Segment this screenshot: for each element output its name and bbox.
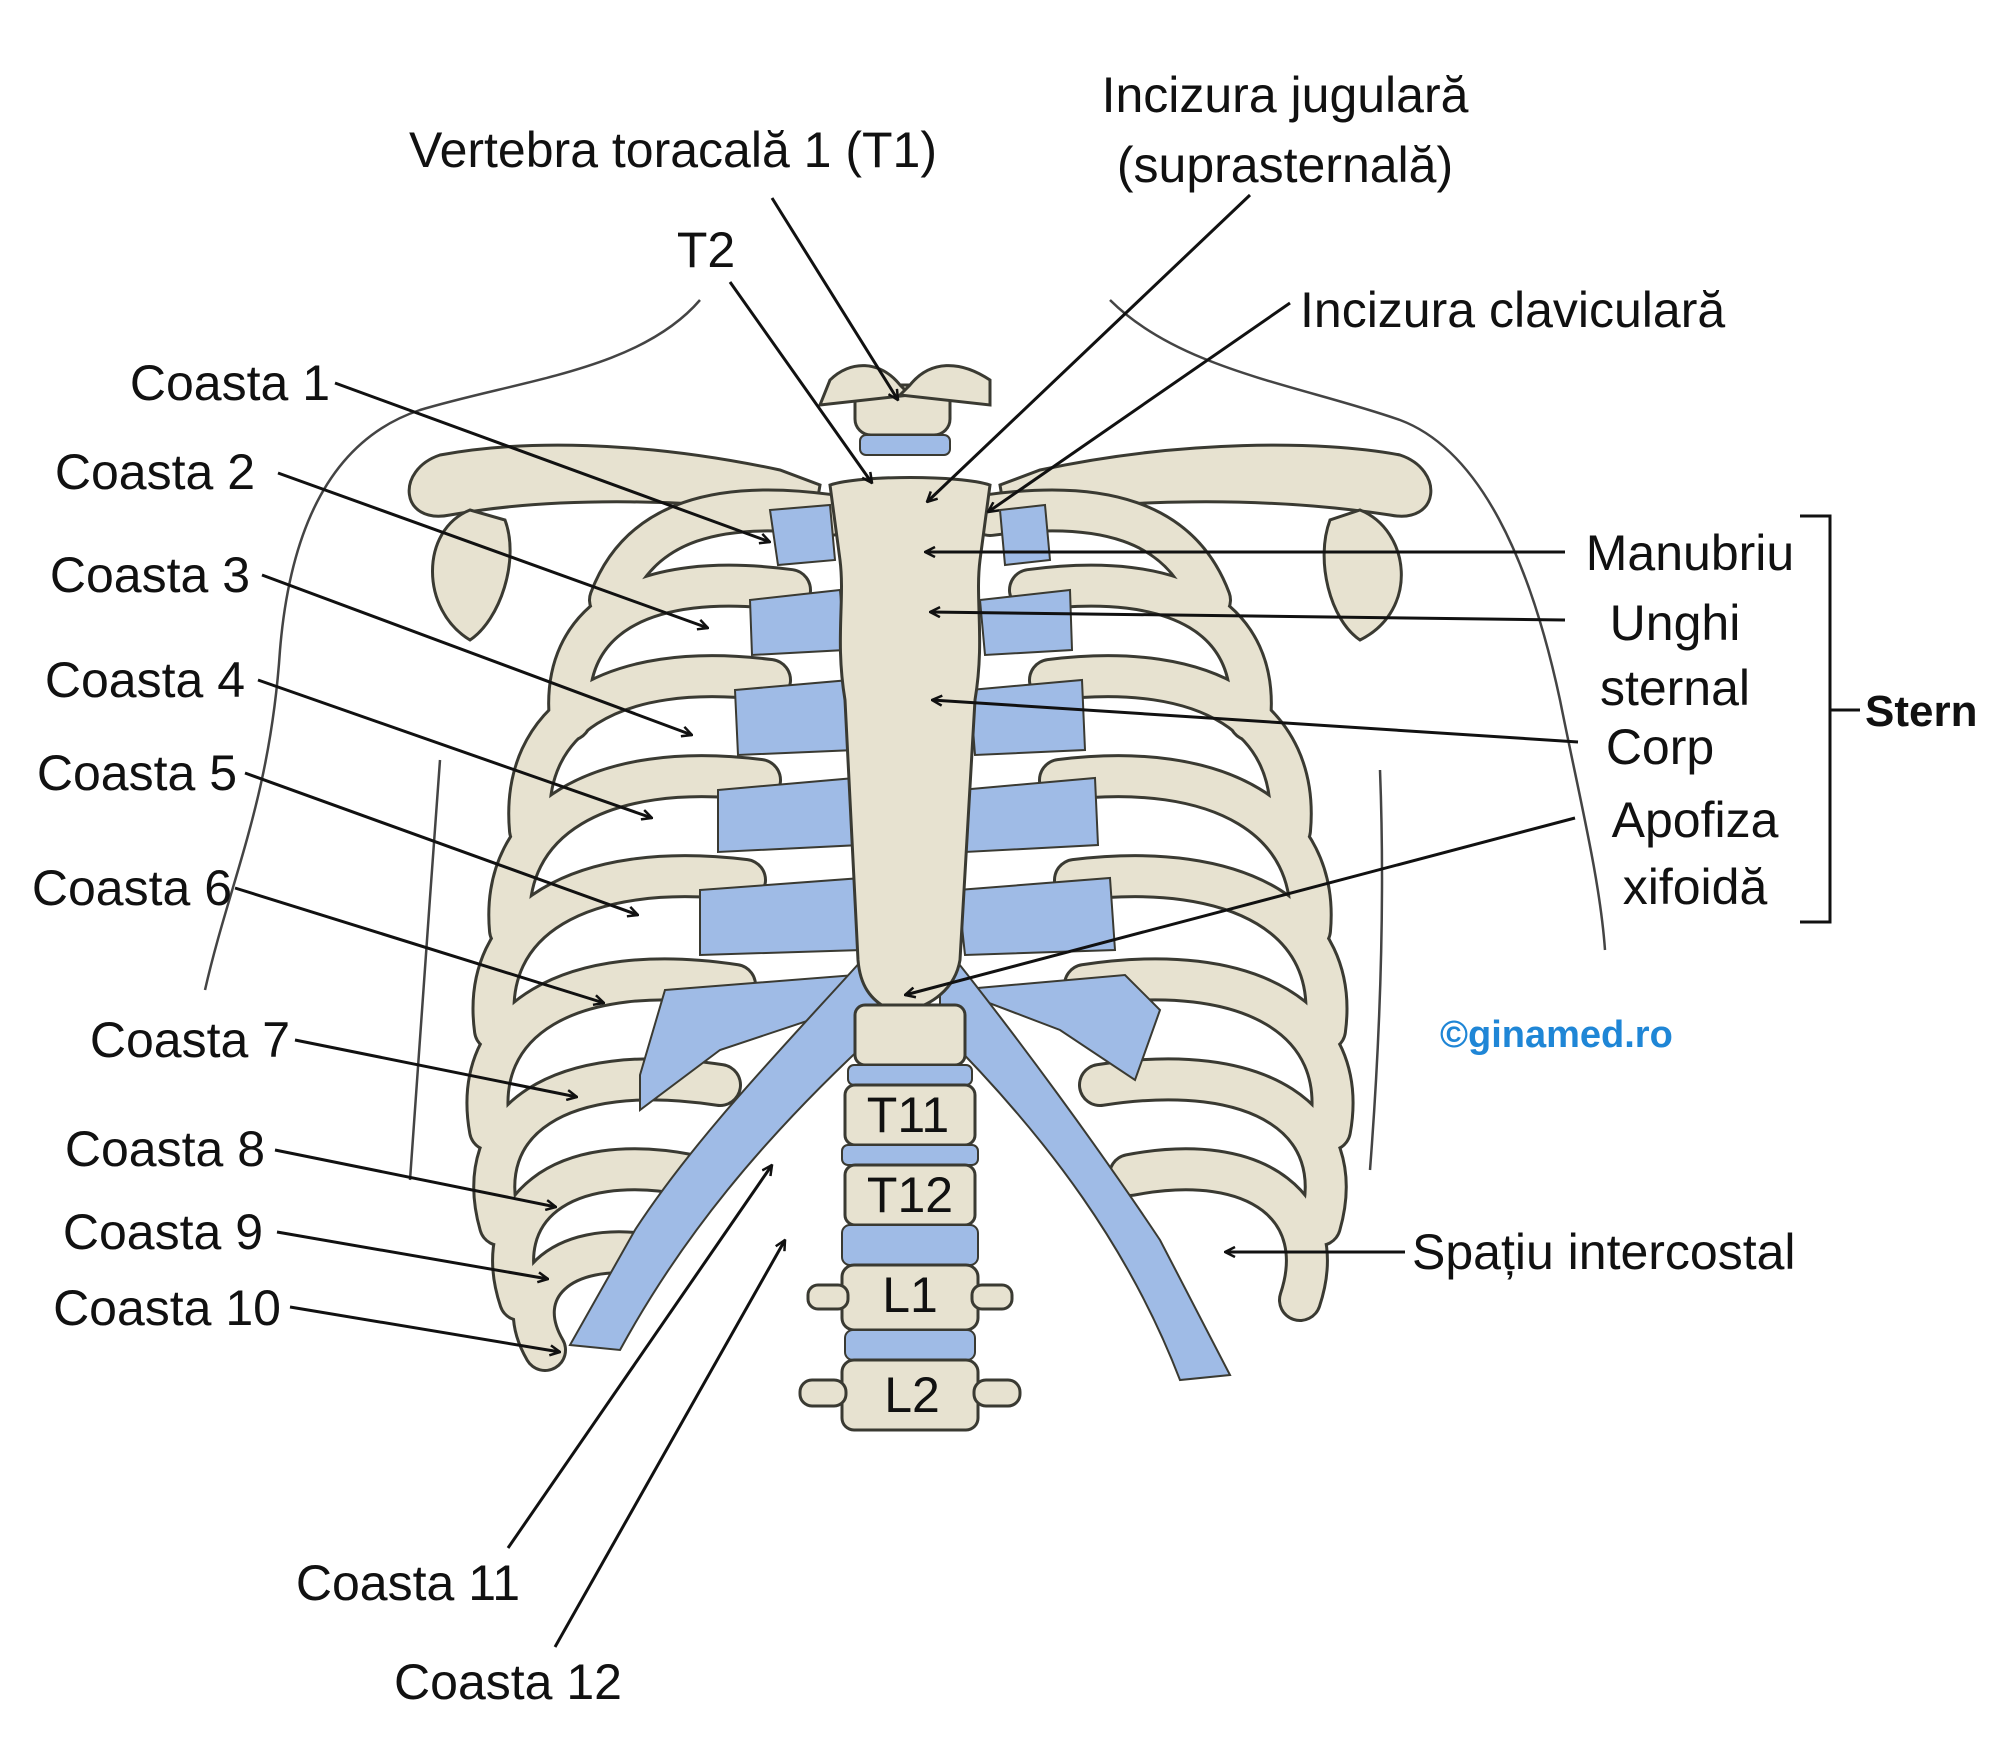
- vertebra-label-l2: L2: [884, 1367, 940, 1423]
- vertebra-label-t11: T11: [866, 1087, 950, 1143]
- label-sternal-angle-1: Unghi: [1609, 595, 1741, 651]
- label-rib-5: Coasta 5: [36, 745, 237, 801]
- label-rib-6: Coasta 6: [31, 860, 232, 916]
- label-xiphoid-1: Apofiza: [1611, 792, 1779, 848]
- leader-lines: [234, 193, 1860, 1648]
- label-intercostal-space: Spațiu intercostal: [1412, 1224, 1796, 1280]
- label-sternum: Stern: [1865, 687, 1978, 736]
- spine: [798, 364, 1022, 1432]
- label-jugular-notch-1: Incizura jugulară: [1101, 67, 1469, 123]
- body-outline: [203, 299, 1607, 1181]
- label-sternum-body: Corp: [1605, 719, 1715, 775]
- label-rib-12: Coasta 12: [394, 1654, 622, 1710]
- label-manubrium: Manubriu: [1585, 525, 1795, 581]
- label-sternal-angle-2: sternal: [1599, 660, 1751, 716]
- shoulders: [431, 508, 1403, 642]
- left-ribs: [465, 488, 852, 1372]
- costal-cartilage: [568, 503, 1232, 1382]
- label-rib-7: Coasta 7: [89, 1012, 290, 1068]
- label-rib-8: Coasta 8: [64, 1121, 265, 1177]
- label-jugular-notch-2: (suprasternală): [1116, 137, 1454, 193]
- vertebra-label-l1: L1: [882, 1267, 938, 1323]
- sternum: [828, 476, 992, 1043]
- label-rib-10: Coasta 10: [53, 1280, 281, 1336]
- label-rib-3: Coasta 3: [49, 547, 250, 603]
- label-rib-11: Coasta 11: [295, 1555, 521, 1611]
- label-rib-9: Coasta 9: [62, 1204, 263, 1260]
- label-t2: T2: [676, 222, 736, 278]
- label-rib-4: Coasta 4: [44, 652, 245, 708]
- credit-watermark: ©ginamed.ro: [1440, 1014, 1673, 1056]
- vertebra-label-t12: T12: [866, 1167, 954, 1223]
- label-rib-1: Coasta 1: [129, 355, 330, 411]
- label-xiphoid-2: xifoidă: [1622, 859, 1768, 915]
- label-clavicular-notch: Incizura claviculară: [1300, 282, 1726, 338]
- label-t1: Vertebra toracală 1 (T1): [408, 122, 938, 178]
- label-rib-2: Coasta 2: [54, 444, 255, 500]
